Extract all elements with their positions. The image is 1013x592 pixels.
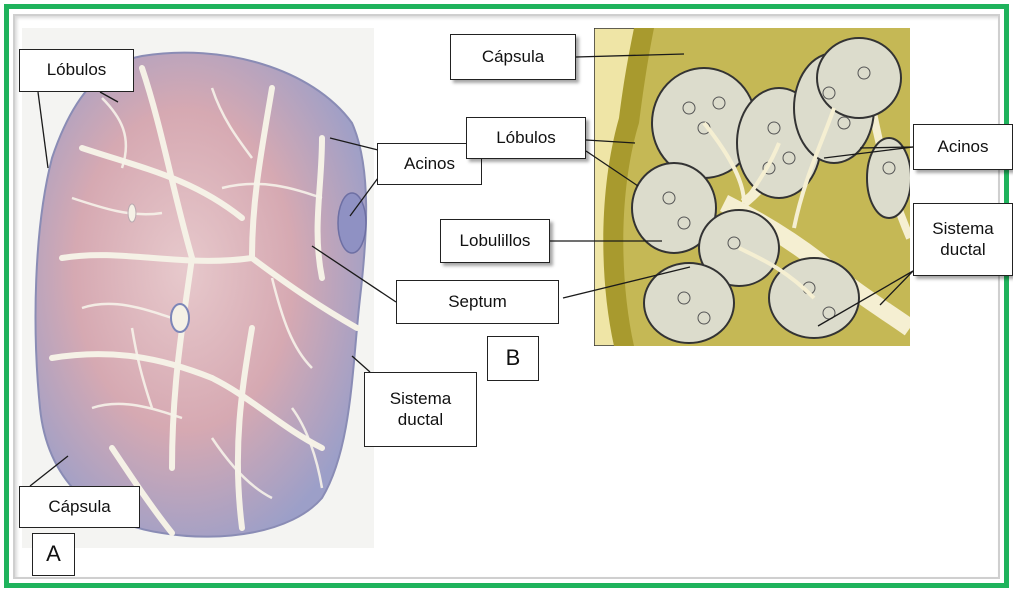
label-sistema-ductal-b: Sistema ductal	[913, 203, 1013, 276]
label-lobulos-b: Lóbulos	[466, 117, 586, 159]
label-lobulos-a: Lóbulos	[19, 49, 134, 92]
label-panel-a: A	[32, 533, 75, 576]
label-acinos-b: Acinos	[913, 124, 1013, 170]
label-panel-b: B	[487, 336, 539, 381]
label-lobulillos: Lobulillos	[440, 219, 550, 263]
label-septum: Septum	[396, 280, 559, 324]
label-capsula-b: Cápsula	[450, 34, 576, 80]
panel-a-histology-image	[22, 28, 374, 548]
label-capsula-a: Cápsula	[19, 486, 140, 528]
panel-b-illustration	[594, 28, 910, 346]
label-sistema-ductal-a: Sistema ductal	[364, 372, 477, 447]
